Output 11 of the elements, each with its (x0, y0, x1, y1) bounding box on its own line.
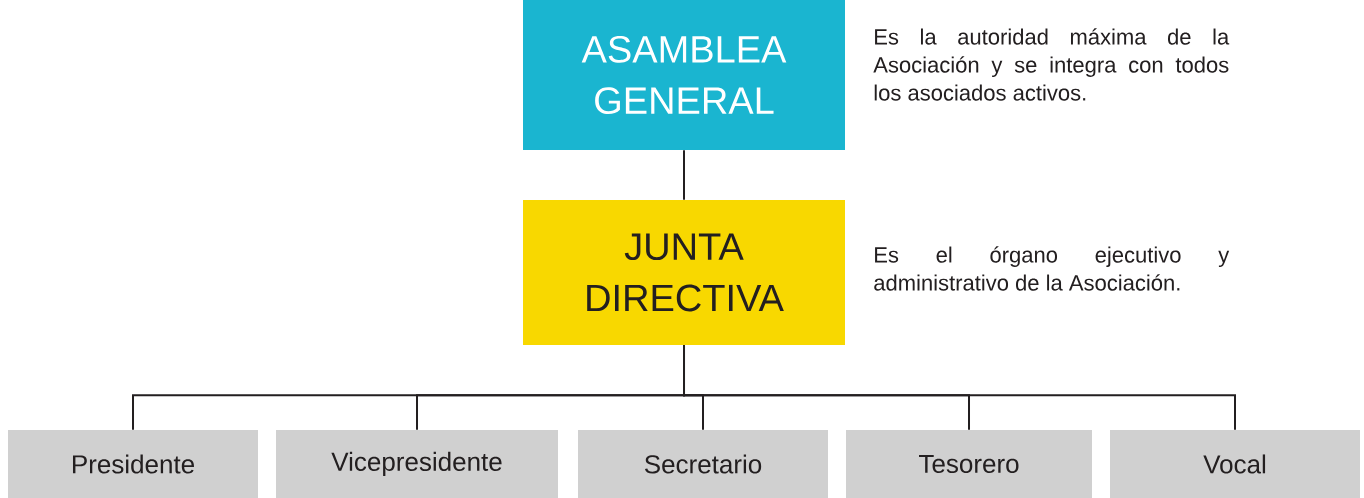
connector-line (683, 149, 685, 201)
role-box: Presidente (8, 430, 258, 498)
title-box: JUNTA DIRECTIVA (523, 200, 845, 345)
role-box: Vicepresidente (276, 430, 558, 498)
title-box: ASAMBLEA GENERAL (523, 0, 845, 150)
role-box: Vocal (1110, 430, 1360, 498)
role-box: Secretario (578, 430, 828, 498)
description-text: Es el órgano ejecutivo y administrativo de la Asociación. (874, 246, 1230, 291)
description-text: Es la autoridad máxima de la Asociación y se integra con todos los asociados activos. (873, 28, 1230, 101)
role-box: Tesorero (846, 430, 1092, 498)
connector-line (683, 344, 1236, 431)
